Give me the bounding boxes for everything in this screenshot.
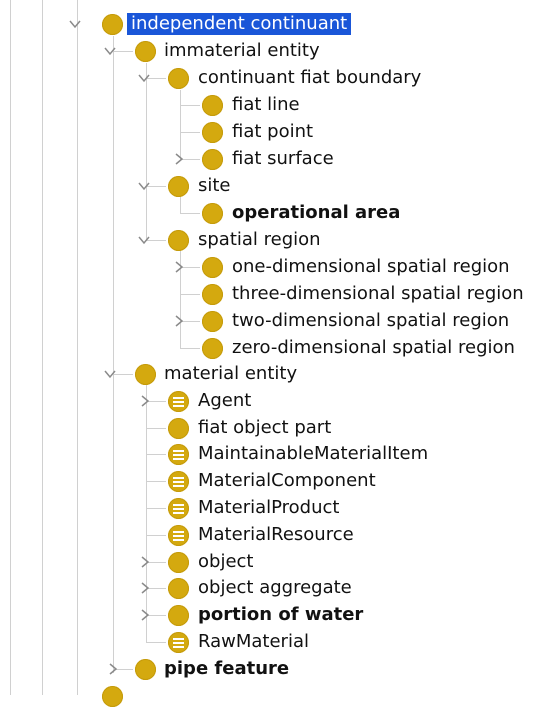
defined-class-icon [168,444,189,465]
chevron-right-icon[interactable] [172,152,186,166]
tree-node-label[interactable]: fiat object part [198,417,332,438]
tree-guide-line [146,63,147,241]
tree-node-label[interactable]: MaintainableMaterialItem [198,443,429,464]
tree-connector [180,267,200,268]
class-circle-icon [135,364,156,385]
tree-guide-line [180,251,181,348]
class-circle-icon [202,203,223,224]
tree-guide-line [180,90,181,160]
tree-node-label[interactable]: operational area [232,202,401,223]
tree-guide-line [77,0,78,695]
class-circle-icon [168,176,189,197]
class-circle-icon [202,284,223,305]
class-circle-icon [168,578,189,599]
class-circle-icon [168,418,189,439]
tree-node-label[interactable]: spatial region [198,229,321,250]
tree-connector [113,51,133,52]
chevron-down-icon[interactable] [137,233,151,247]
tree-node-label[interactable]: pipe feature [164,658,290,679]
chevron-right-icon[interactable] [138,555,152,569]
tree-node-label[interactable]: material entity [164,363,298,384]
tree-node-label[interactable]: fiat surface [232,148,334,169]
chevron-right-icon[interactable] [172,314,186,328]
defined-class-icon [168,525,189,546]
tree-guide-line [180,197,181,213]
tree-node-label[interactable]: zero-dimensional spatial region [232,337,515,358]
defined-class-icon [168,498,189,519]
tree-connector [146,615,166,616]
chevron-right-icon[interactable] [138,608,152,622]
tree-connector [146,186,166,187]
tree-node-label[interactable]: site [198,175,231,196]
chevron-down-icon[interactable] [68,17,82,31]
tree-node-label[interactable]: portion of water [198,604,364,625]
tree-connector [180,213,200,214]
class-circle-icon [168,68,189,89]
tree-connector [180,321,200,322]
defined-class-icon [168,471,189,492]
tree-guide-line [146,385,147,643]
tree-connector [113,669,133,670]
tree-connector [146,481,166,482]
tree-node-label[interactable]: continuant fiat boundary [198,67,422,88]
class-circle-icon [102,686,123,707]
chevron-down-icon[interactable] [137,179,151,193]
tree-node-label[interactable]: three-dimensional spatial region [232,283,524,304]
tree-guide-line [10,0,11,695]
tree-node-label-independent-continuant[interactable]: independent continuant [127,13,352,35]
chevron-down-icon[interactable] [103,367,117,381]
tree-node-label[interactable]: RawMaterial [198,631,309,652]
class-circle-icon [202,257,223,278]
tree-node-label[interactable]: object [198,551,254,572]
class-circle-icon [202,95,223,116]
class-circle-icon [168,552,189,573]
class-circle-icon [202,122,223,143]
class-circle-icon [202,311,223,332]
tree-node-label[interactable]: object aggregate [198,577,352,598]
tree-node-label[interactable]: fiat point [232,121,314,142]
tree-connector [146,428,166,429]
class-circle-icon [135,41,156,62]
tree-node-label[interactable]: MaterialComponent [198,470,376,491]
tree-node-label[interactable]: MaterialProduct [198,497,340,518]
tree-connector [180,294,200,295]
tree-connector [180,105,200,106]
tree-node-label[interactable]: two-dimensional spatial region [232,310,510,331]
chevron-right-icon[interactable] [138,394,152,408]
tree-node-label[interactable]: fiat line [232,94,300,115]
tree-connector [146,642,166,643]
tree-connector [146,454,166,455]
tree-connector [180,348,200,349]
chevron-right-icon[interactable] [138,581,152,595]
chevron-right-icon[interactable] [106,662,120,676]
tree-node-label[interactable]: one-dimensional spatial region [232,256,510,277]
tree-connector [180,132,200,133]
tree-guide-line [113,36,114,673]
chevron-down-icon[interactable] [137,71,151,85]
defined-class-icon [168,391,189,412]
class-circle-icon [202,149,223,170]
class-circle-icon [168,230,189,251]
chevron-right-icon[interactable] [172,260,186,274]
tree-connector [146,78,166,79]
class-circle-icon [102,14,123,35]
defined-class-icon [168,632,189,653]
class-circle-icon [168,605,189,626]
tree-connector [113,374,133,375]
tree-node-label[interactable]: immaterial entity [164,40,320,61]
tree-node-label[interactable]: MaterialResource [198,524,354,545]
tree-guide-line [42,0,43,695]
tree-connector [146,401,166,402]
tree-connector [146,508,166,509]
tree-connector [146,240,166,241]
tree-connector [146,562,166,563]
class-circle-icon [135,659,156,680]
chevron-down-icon[interactable] [103,44,117,58]
tree-node-label[interactable]: Agent [198,390,252,411]
tree-connector [146,588,166,589]
tree-connector [146,535,166,536]
tree-connector [180,159,200,160]
class-circle-icon [202,338,223,359]
